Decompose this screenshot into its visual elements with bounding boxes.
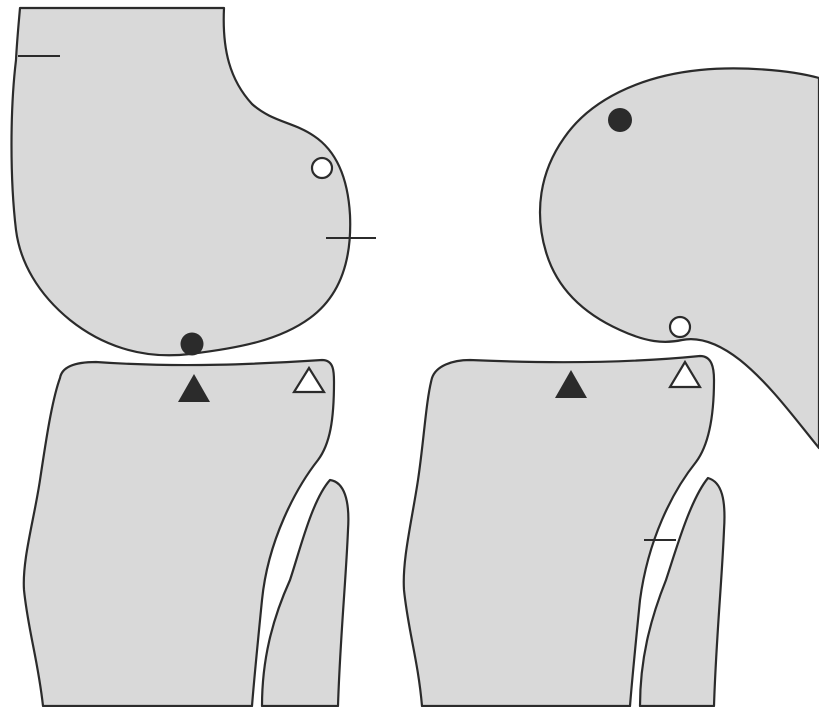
open-circle-icon: [312, 158, 332, 178]
filled-circle-icon: [181, 333, 204, 356]
left-femur: [12, 8, 351, 355]
open-circle-icon: [670, 317, 690, 337]
left-panel: [12, 8, 377, 706]
right-panel: [404, 68, 819, 706]
filled-circle-icon: [608, 108, 632, 132]
